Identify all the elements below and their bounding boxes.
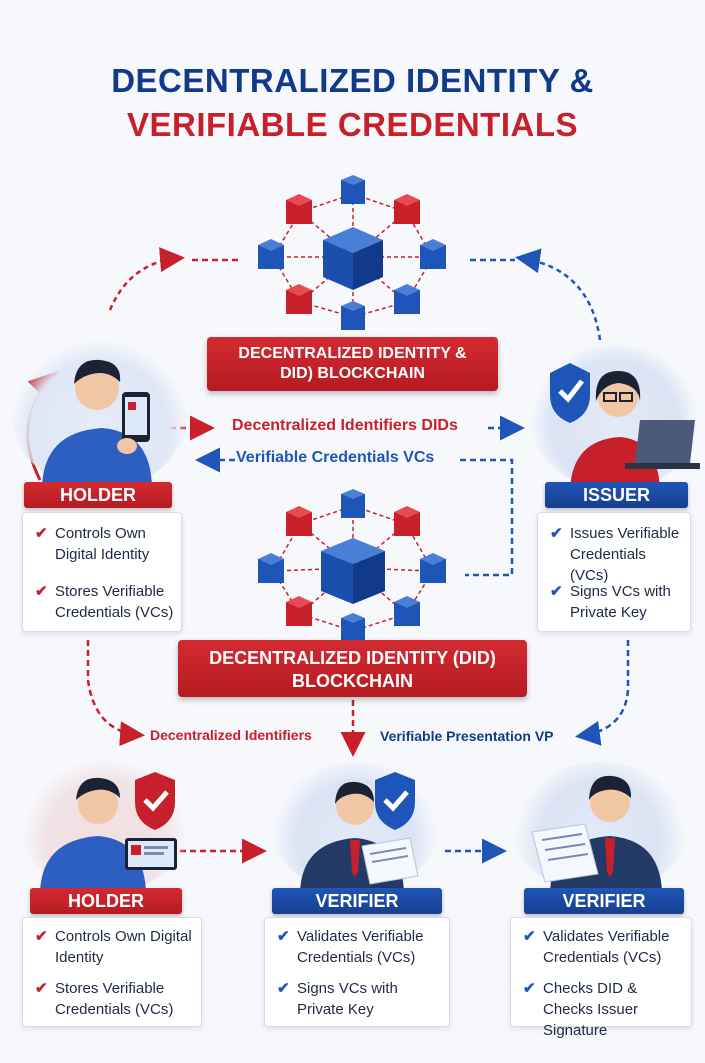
checkmark-icon: ✔ xyxy=(35,928,48,945)
verifier-1-avatar xyxy=(270,762,440,892)
title-line-2: VERIFIABLE CREDENTIALS xyxy=(126,106,579,143)
verifier-1-card: ✔Validates Verifiable Credentials (VCs) … xyxy=(264,917,450,1027)
blockchain-cube-icon xyxy=(258,175,446,330)
holder-top-label: HOLDER xyxy=(24,482,172,508)
vcs-flow-label: Verifiable Credentials VCs xyxy=(236,449,435,466)
top-chain-line-2: DID) BLOCKCHAIN xyxy=(280,365,425,382)
checkmark-icon: ✔ xyxy=(550,583,563,600)
verifier-2-item-2: ✔Checks DID & Checks Issuer Signature xyxy=(523,980,639,1039)
verifier-1-item-2: ✔Signs VCs with Private Key xyxy=(277,980,398,1018)
decentralized-identifiers-flow-label: Decentralized Identifiers xyxy=(150,727,312,743)
holder-bottom-avatar xyxy=(20,762,190,892)
title-line-1: DECENTRALIZED IDENTITY & xyxy=(111,62,594,99)
person-reviewing-document-icon xyxy=(531,775,662,892)
issuer-label: ISSUER xyxy=(545,482,688,508)
holder-top-avatar xyxy=(12,340,187,490)
issuer-card: ✔Issues Verifiable Credentials (VCs) ✔Si… xyxy=(537,512,691,632)
verifier-1-label: VERIFIER xyxy=(272,888,442,914)
verifier-2-avatar xyxy=(510,762,690,892)
checkmark-icon: ✔ xyxy=(35,583,48,600)
mid-chain-line-1: DECENTRALIZED IDENTITY (DID) xyxy=(209,648,496,668)
issuer-item-2: ✔Signs VCs with Private Key xyxy=(550,583,671,621)
checkmark-icon: ✔ xyxy=(35,980,48,997)
verifier-2-card: ✔Validates Verifiable Credentials (VCs) … xyxy=(510,917,692,1039)
verifier-1-item-1: ✔Validates Verifiable Credentials (VCs) xyxy=(277,928,424,966)
checkmark-icon: ✔ xyxy=(523,980,536,997)
mid-chain-line-2: BLOCKCHAIN xyxy=(292,671,413,691)
holder-top-card: ✔Controls Own Digital Identity ✔Stores V… xyxy=(22,512,182,632)
holder-bottom-item-1: ✔Controls Own Digital Identity xyxy=(35,928,192,966)
checkmark-icon: ✔ xyxy=(277,928,290,945)
issuer-item-1: ✔Issues Verifiable Credentials (VCs) xyxy=(550,525,680,584)
holder-bottom-label: HOLDER xyxy=(30,888,182,914)
dids-flow-label: Decentralized Identifiers DIDs xyxy=(232,417,458,434)
middle-blockchain-box: DECENTRALIZED IDENTITY (DID) BLOCKCHAIN xyxy=(178,640,527,697)
person-with-phone-icon xyxy=(42,359,152,490)
person-at-laptop-icon xyxy=(550,363,700,490)
checkmark-icon: ✔ xyxy=(523,928,536,945)
top-blockchain-box: DECENTRALIZED IDENTITY & DID) BLOCKCHAIN xyxy=(207,337,498,391)
holder-top-item-1: ✔Controls Own Digital Identity xyxy=(35,525,150,563)
top-chain-line-1: DECENTRALIZED IDENTITY & xyxy=(238,345,467,362)
verifier-2-item-1: ✔Validates Verifiable Credentials (VCs) xyxy=(523,928,670,966)
person-with-document-icon xyxy=(300,772,419,892)
holder-bottom-item-2: ✔Stores Verifiable Credentials (VCs) xyxy=(35,980,174,1018)
verifier-2-label: VERIFIER xyxy=(524,888,684,914)
issuer-avatar xyxy=(530,345,700,490)
holder-top-item-2: ✔Stores Verifiable Credentials (VCs) xyxy=(35,583,174,621)
blockchain-cube-icon xyxy=(258,489,446,642)
person-with-id-card-icon xyxy=(40,772,177,892)
checkmark-icon: ✔ xyxy=(550,525,563,542)
checkmark-icon: ✔ xyxy=(35,525,48,542)
holder-bottom-card: ✔Controls Own Digital Identity ✔Stores V… xyxy=(22,917,202,1027)
checkmark-icon: ✔ xyxy=(277,980,290,997)
vp-flow-label: Verifiable Presentation VP xyxy=(380,728,554,744)
